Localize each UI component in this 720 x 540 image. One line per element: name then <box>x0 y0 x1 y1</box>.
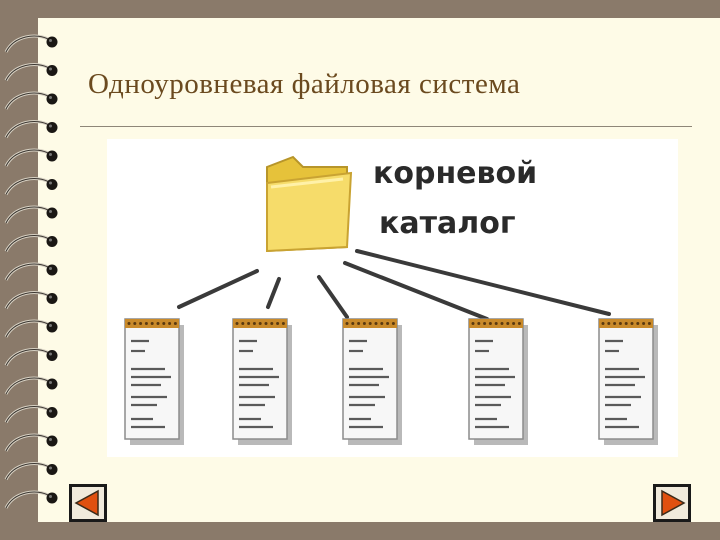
document-icon <box>468 318 528 445</box>
document-icon <box>232 318 292 445</box>
root-label-line2: каталог <box>379 206 516 241</box>
file-document <box>124 318 184 445</box>
file-document <box>342 318 402 445</box>
triangle-right-icon <box>661 489 686 517</box>
next-slide-button[interactable] <box>652 483 692 523</box>
connector-line <box>177 269 259 309</box>
document-icon <box>124 318 184 445</box>
binding-ring <box>4 376 58 395</box>
file-document <box>468 318 528 445</box>
binding-ring <box>4 91 58 110</box>
triangle-left-icon <box>74 489 99 517</box>
slide-title: Одноуровневая файловая система <box>88 68 521 100</box>
file-list <box>124 318 658 445</box>
binding-ring <box>4 348 58 367</box>
binding-ring <box>4 63 58 82</box>
file-system-diagram: корневой каталог <box>107 139 678 457</box>
binding-ring <box>4 291 58 310</box>
root-folder: корневой каталог <box>266 155 537 253</box>
file-document <box>232 318 292 445</box>
binding-ring <box>4 433 58 452</box>
connector-line <box>266 277 281 309</box>
binding-ring <box>4 234 58 253</box>
binding-ring <box>4 490 58 509</box>
folder-icon <box>266 155 353 253</box>
connector-line <box>355 249 611 316</box>
binding-ring <box>4 205 58 224</box>
document-icon <box>598 318 658 445</box>
binding-ring <box>4 177 58 196</box>
previous-slide-button[interactable] <box>68 483 108 523</box>
file-document <box>598 318 658 445</box>
title-divider <box>80 126 692 127</box>
root-label-line1: корневой <box>373 156 537 191</box>
spiral-binding <box>4 34 58 509</box>
binding-ring <box>4 34 58 53</box>
connector-line <box>317 275 349 319</box>
binding-ring <box>4 319 58 338</box>
document-icon <box>342 318 402 445</box>
binding-ring <box>4 120 58 139</box>
binding-ring <box>4 462 58 481</box>
connector-lines <box>177 249 611 321</box>
connector-line <box>343 261 489 321</box>
binding-ring <box>4 148 58 167</box>
binding-ring <box>4 405 58 424</box>
binding-ring <box>4 262 58 281</box>
